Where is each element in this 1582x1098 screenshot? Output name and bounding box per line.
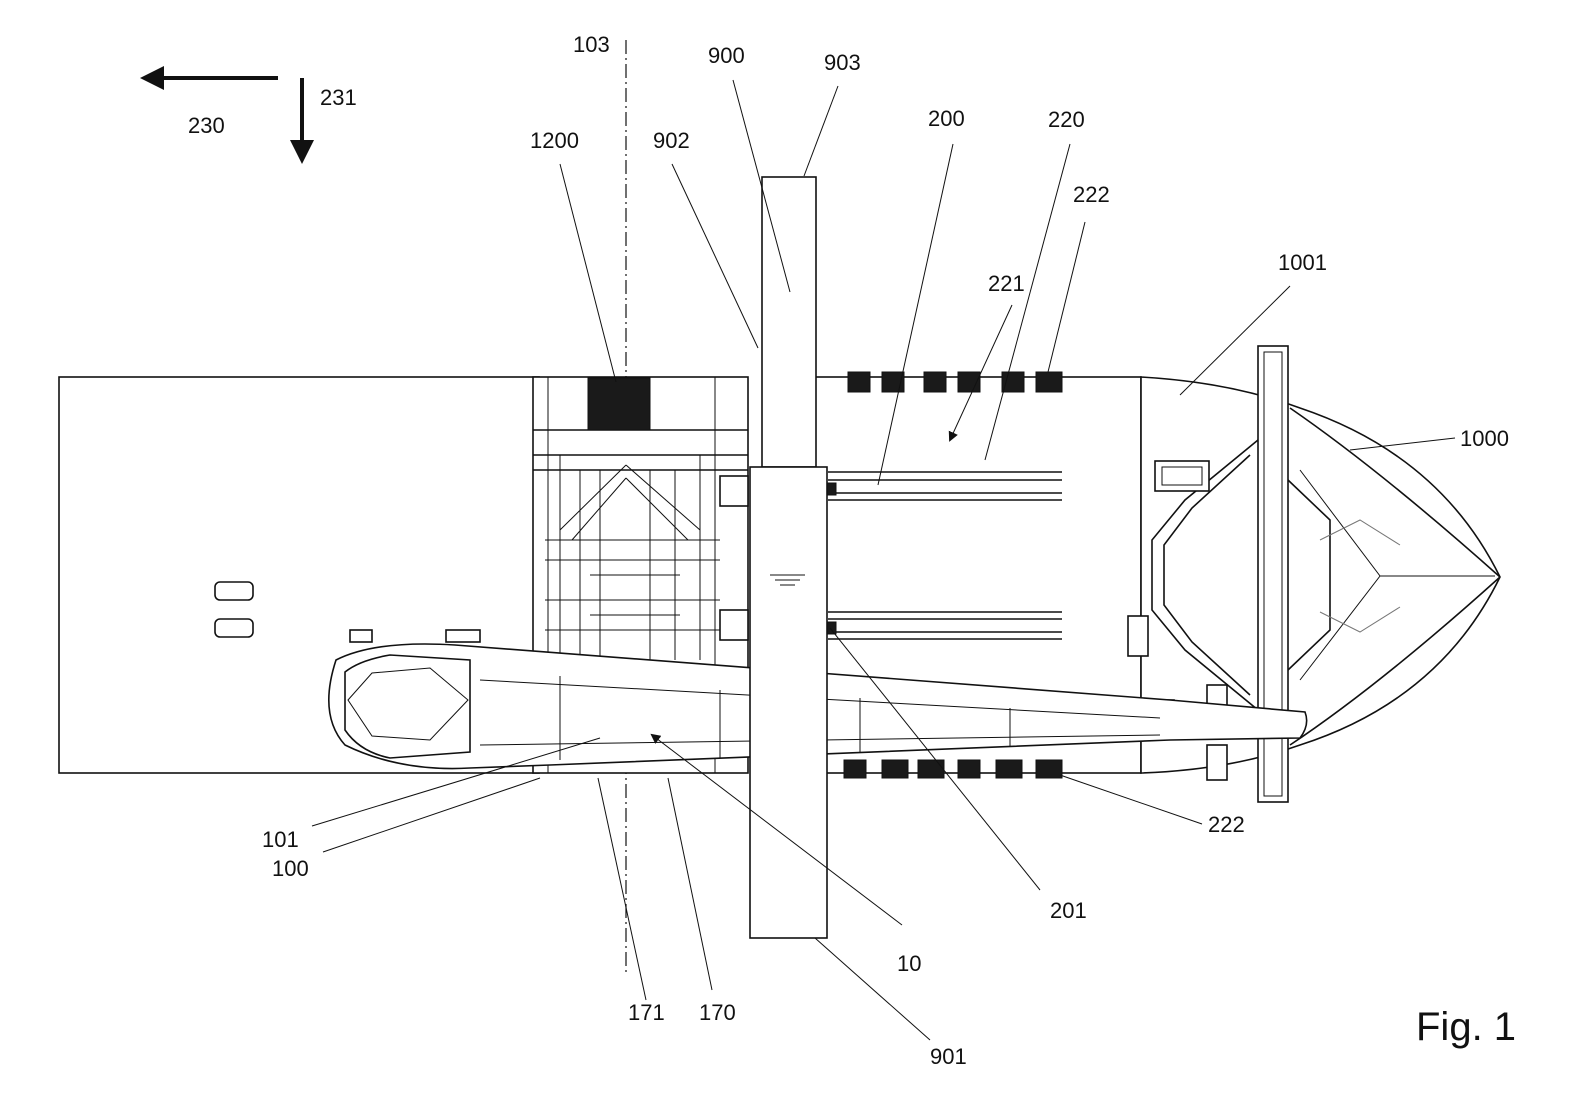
label-200: 200 bbox=[928, 106, 965, 131]
crossbar-900 bbox=[750, 177, 827, 938]
label-220: 220 bbox=[1048, 107, 1085, 132]
label-900: 900 bbox=[708, 43, 745, 68]
label-222-top: 222 bbox=[1073, 182, 1110, 207]
label-903: 903 bbox=[824, 50, 861, 75]
label-101: 101 bbox=[262, 827, 299, 852]
label-902: 902 bbox=[653, 128, 690, 153]
label-171: 171 bbox=[628, 1000, 665, 1025]
label-901: 901 bbox=[930, 1044, 967, 1069]
label-230: 230 bbox=[188, 113, 225, 138]
label-100: 100 bbox=[272, 856, 309, 881]
label-1001: 1001 bbox=[1278, 250, 1327, 275]
label-103: 103 bbox=[573, 32, 610, 57]
label-221: 221 bbox=[988, 271, 1025, 296]
label-170: 170 bbox=[699, 1000, 736, 1025]
label-222-bottom: 222 bbox=[1208, 812, 1245, 837]
label-231: 231 bbox=[320, 85, 357, 110]
label-201: 201 bbox=[1050, 898, 1087, 923]
label-1000: 1000 bbox=[1460, 426, 1509, 451]
direction-arrow-230 bbox=[140, 66, 278, 90]
figure-caption: Fig. 1 bbox=[1416, 1005, 1516, 1049]
direction-arrow-231 bbox=[290, 78, 314, 164]
label-1200: 1200 bbox=[530, 128, 579, 153]
label-10: 10 bbox=[897, 951, 921, 976]
